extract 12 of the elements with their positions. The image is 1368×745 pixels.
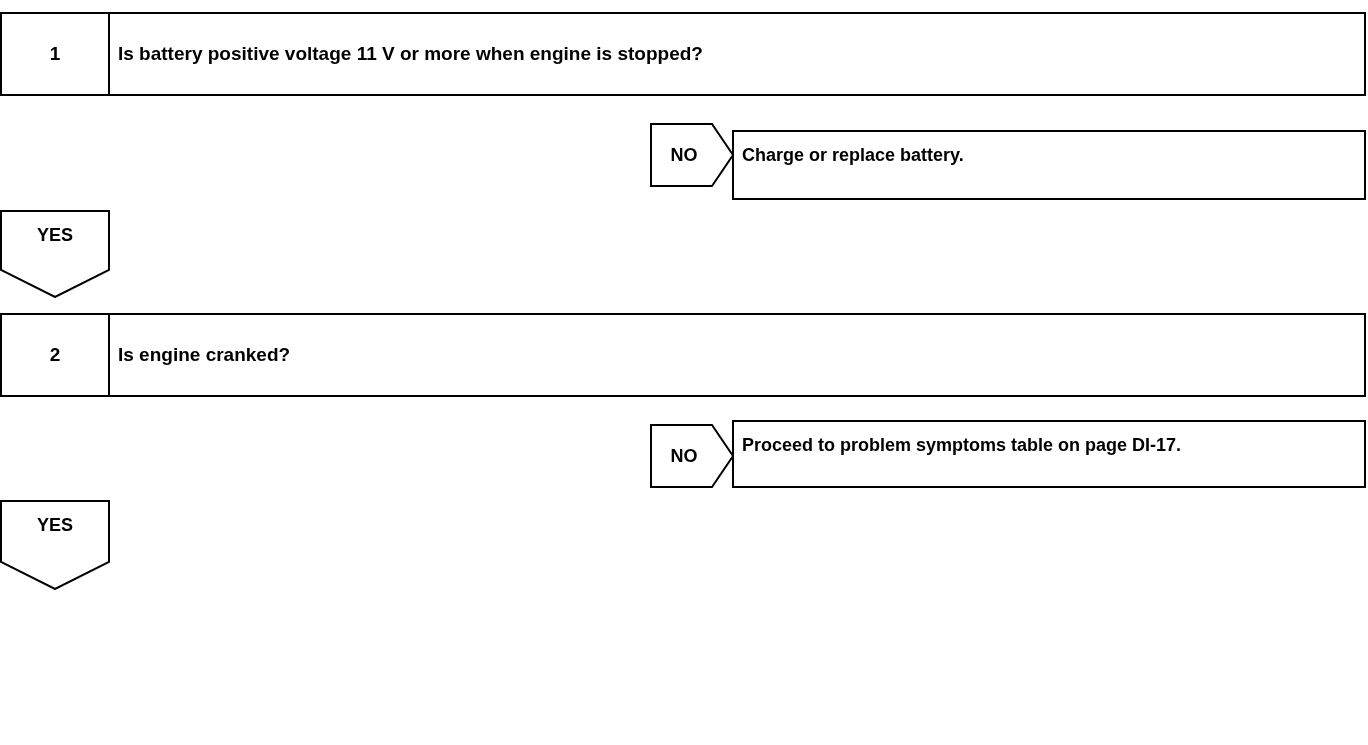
edge-label: NO [669,444,699,468]
yes-chevron: YES [0,500,110,590]
step-number: 1 [2,14,110,94]
chevron-arrow [650,123,735,187]
chevron-arrow [650,424,735,488]
step-box [0,12,1366,96]
yes-chevron: YES [0,210,110,298]
question-text: Is engine cranked? [117,342,292,367]
edge-label: NO [669,143,699,167]
step-number: 2 [2,315,110,395]
question-text: Is battery positive voltage 11 V or more when engine is stopped? [117,41,704,66]
step-box [0,313,1366,397]
